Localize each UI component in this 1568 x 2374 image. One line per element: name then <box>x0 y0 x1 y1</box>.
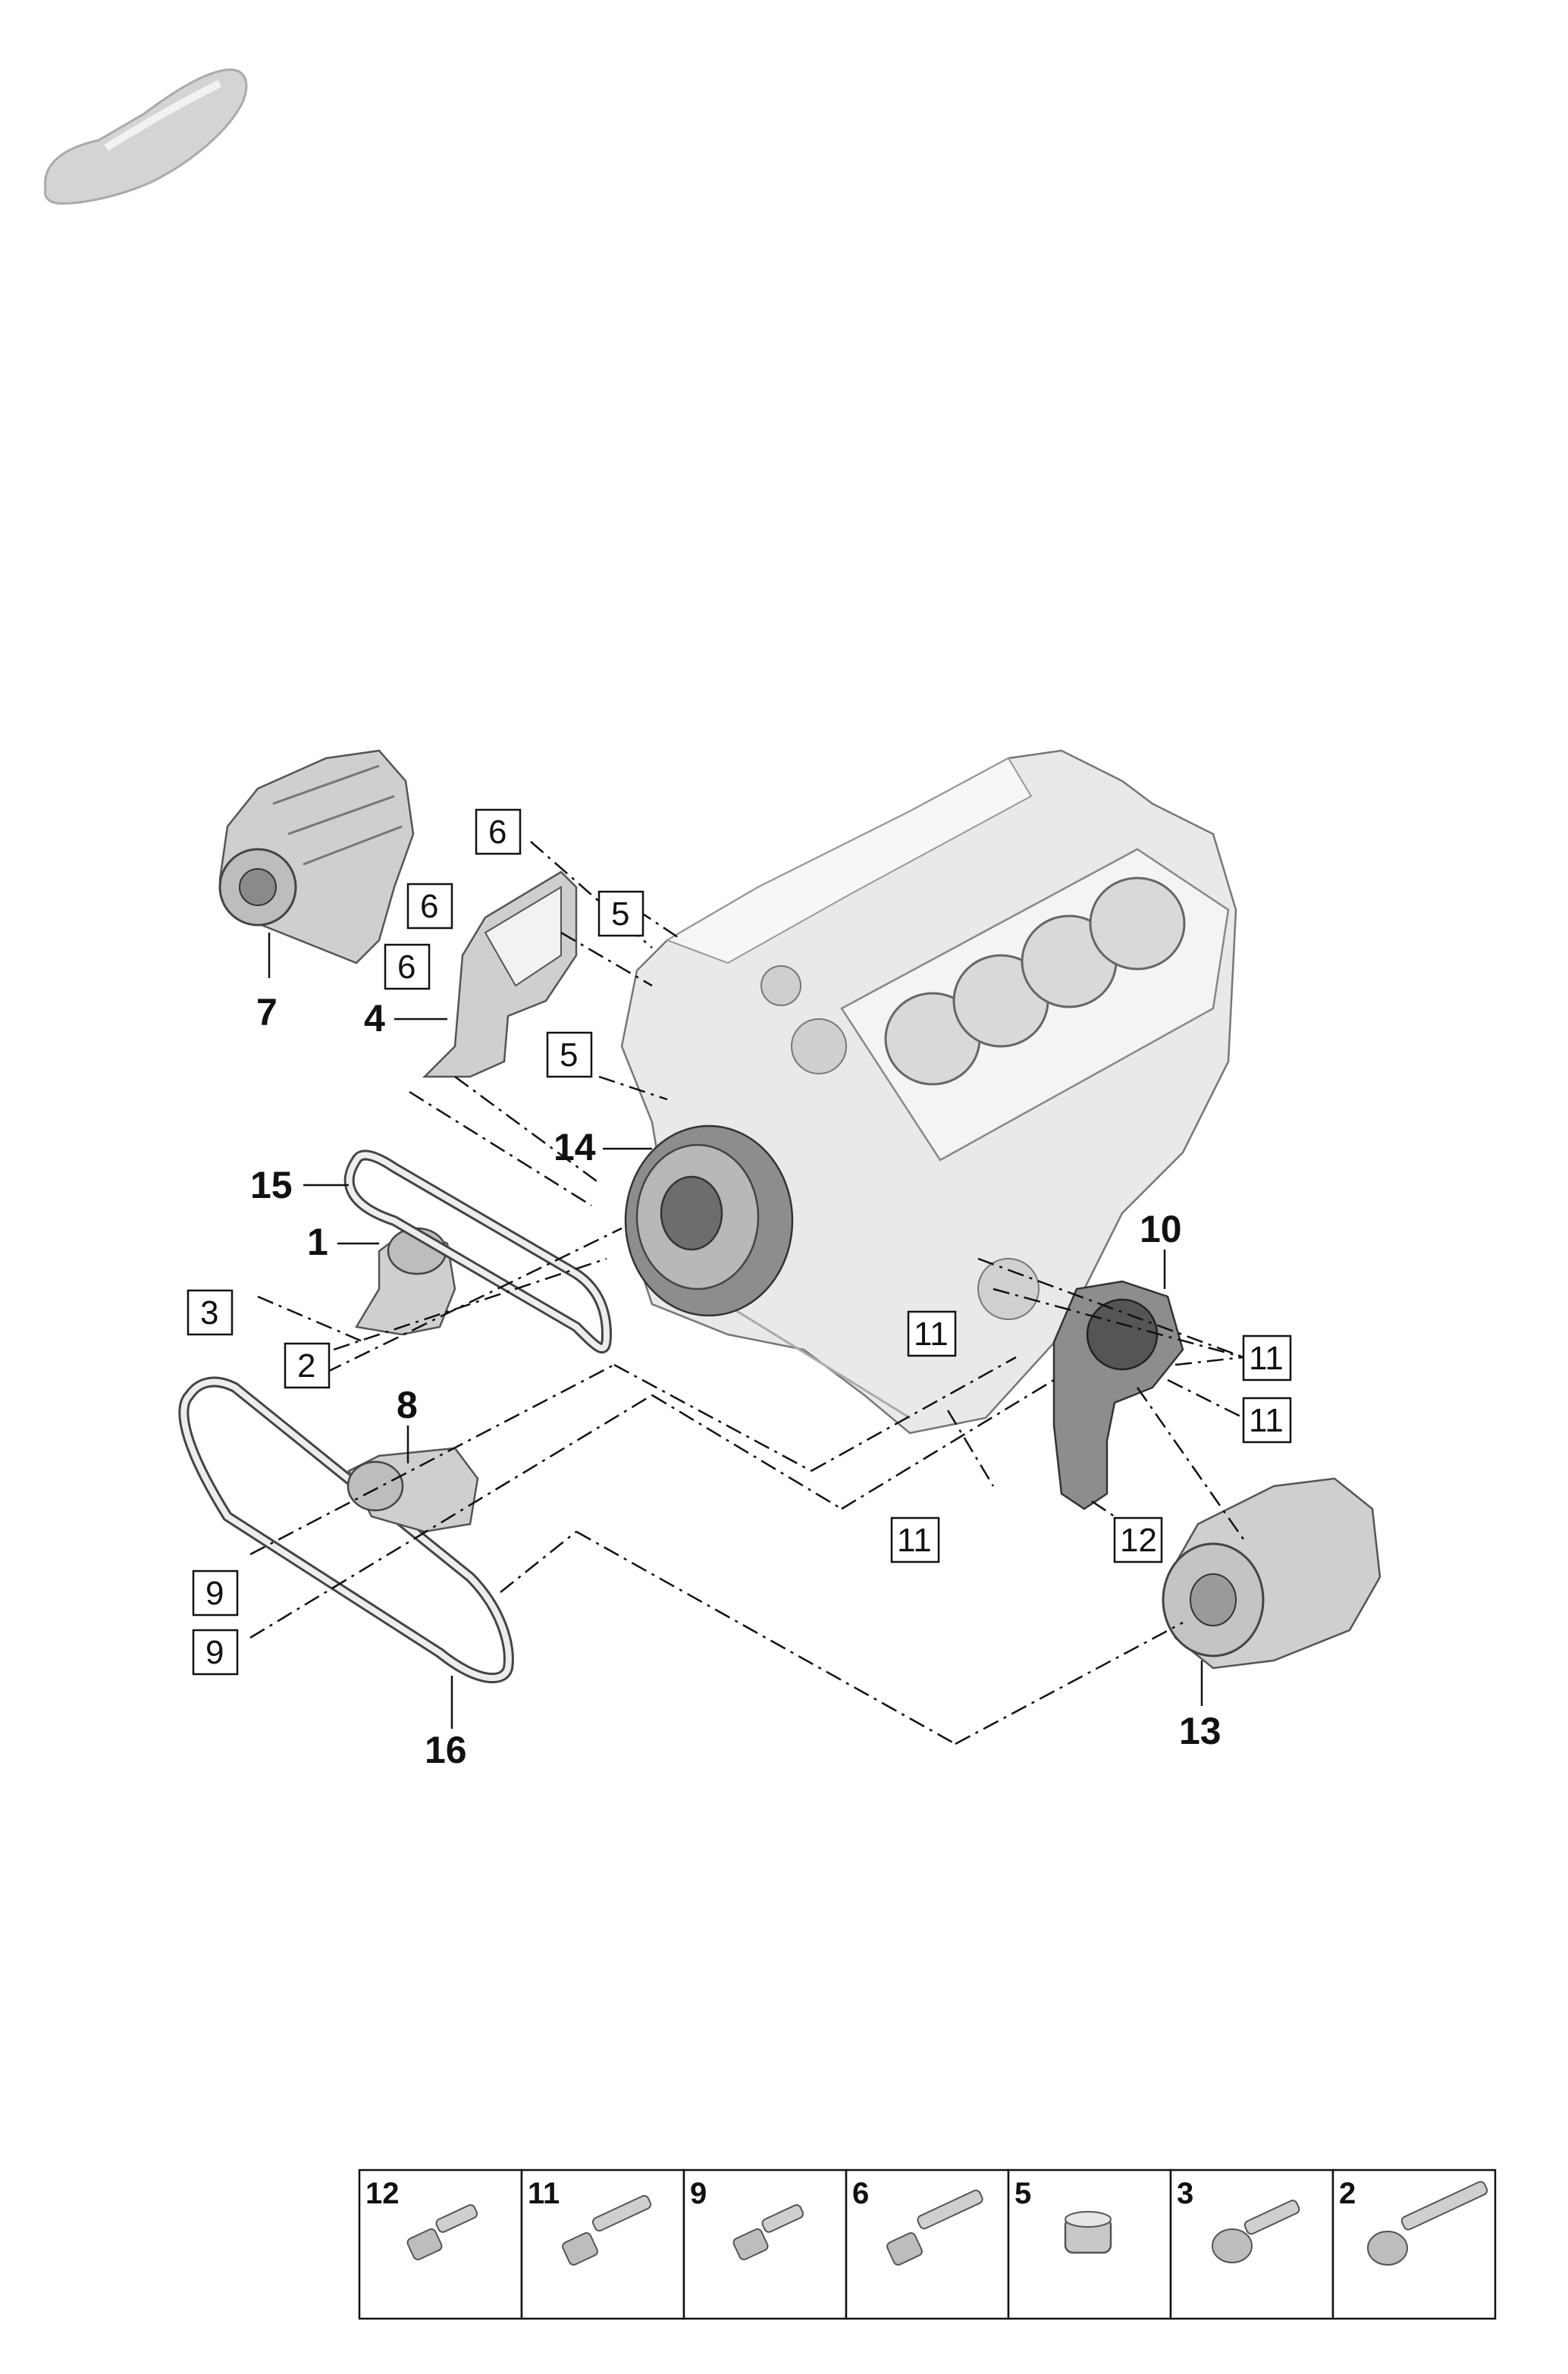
svg-text:6: 6 <box>397 949 416 986</box>
callout-box-3: 3 <box>187 1289 234 1336</box>
svg-text:6: 6 <box>852 2177 869 2210</box>
svg-text:11: 11 <box>897 1522 932 1559</box>
callout-7: 7 <box>256 991 278 1033</box>
svg-text:2: 2 <box>297 1347 315 1385</box>
drive-belt-15 <box>343 1149 613 1354</box>
alternator <box>218 749 415 964</box>
callout-16: 16 <box>425 1729 467 1771</box>
callout-box-11d: 11 <box>890 1516 940 1563</box>
callout-box-6c: 6 <box>384 943 431 990</box>
callout-box-6a: 6 <box>475 808 522 855</box>
svg-text:11: 11 <box>1249 1402 1284 1439</box>
svg-text:5: 5 <box>560 1036 578 1074</box>
boxed-callouts: 6 5 6 6 5 3 2 9 <box>187 808 1292 1676</box>
svg-text:3: 3 <box>1177 2177 1193 2210</box>
short-bolt-icon <box>406 2204 478 2261</box>
drive-belt-16 <box>178 1376 514 1683</box>
callout-box-6b: 6 <box>406 883 453 930</box>
callout-box-5a: 5 <box>597 890 644 937</box>
long-bolt-icon <box>1367 2181 1488 2266</box>
leader-lines <box>268 933 1203 1729</box>
assembly-lines <box>249 841 1245 1745</box>
compressor-bracket <box>1052 1280 1184 1510</box>
belt-tensioner-8 <box>347 1447 479 1533</box>
callout-box-9a: 9 <box>192 1570 239 1617</box>
callout-box-9b: 9 <box>192 1629 239 1676</box>
callout-10: 10 <box>1140 1208 1182 1250</box>
alternator-bracket <box>422 870 578 1078</box>
callout-15: 15 <box>250 1164 293 1206</box>
svg-text:6: 6 <box>488 814 506 851</box>
callout-box-2: 2 <box>284 1342 331 1389</box>
svg-text:6: 6 <box>420 888 438 925</box>
svg-text:3: 3 <box>200 1294 218 1331</box>
callout-8: 8 <box>397 1384 418 1426</box>
legend-item-2: 2 <box>1339 2177 1488 2266</box>
legend-item-9: 9 <box>690 2177 804 2261</box>
crankshaft-pulley <box>624 1124 794 1317</box>
callout-box-11c: 11 <box>1242 1397 1292 1444</box>
svg-text:12: 12 <box>365 2177 400 2210</box>
callout-4: 4 <box>364 997 385 1040</box>
callout-13: 13 <box>1179 1710 1221 1752</box>
svg-text:11: 11 <box>914 1316 949 1353</box>
legend-item-11: 11 <box>528 2177 652 2266</box>
svg-text:12: 12 <box>1120 1522 1157 1559</box>
svg-text:9: 9 <box>205 1575 224 1612</box>
bolt-icon <box>562 2194 652 2266</box>
legend-item-6: 6 <box>852 2177 983 2266</box>
callout-14: 14 <box>554 1126 596 1168</box>
svg-text:5: 5 <box>1014 2177 1031 2210</box>
flange-bolt-icon <box>1212 2200 1300 2263</box>
svg-text:2: 2 <box>1339 2177 1356 2210</box>
ac-compressor <box>1162 1477 1381 1670</box>
sleeve-icon <box>1064 2211 1112 2254</box>
callout-1: 1 <box>307 1221 328 1263</box>
short-bolt-icon <box>732 2204 804 2261</box>
svg-text:9: 9 <box>205 1634 224 1671</box>
callout-box-11b: 11 <box>1242 1334 1292 1381</box>
car-silhouette-icon <box>43 68 248 205</box>
bold-callouts: 1 4 7 8 10 13 14 15 16 <box>250 991 1221 1771</box>
bolt-icon <box>886 2189 983 2266</box>
svg-text:5: 5 <box>611 895 629 933</box>
legend-item-12: 12 <box>365 2177 478 2261</box>
callout-box-11a: 11 <box>907 1310 957 1357</box>
svg-text:9: 9 <box>690 2177 707 2210</box>
legend-item-3: 3 <box>1177 2177 1300 2263</box>
legend-item-5: 5 <box>1014 2177 1112 2254</box>
callout-box-12: 12 <box>1113 1516 1163 1563</box>
fastener-legend: 12 11 9 6 <box>358 2169 1497 2320</box>
svg-text:11: 11 <box>528 2177 560 2210</box>
callout-box-5b: 5 <box>546 1031 593 1078</box>
svg-text:11: 11 <box>1249 1340 1284 1377</box>
